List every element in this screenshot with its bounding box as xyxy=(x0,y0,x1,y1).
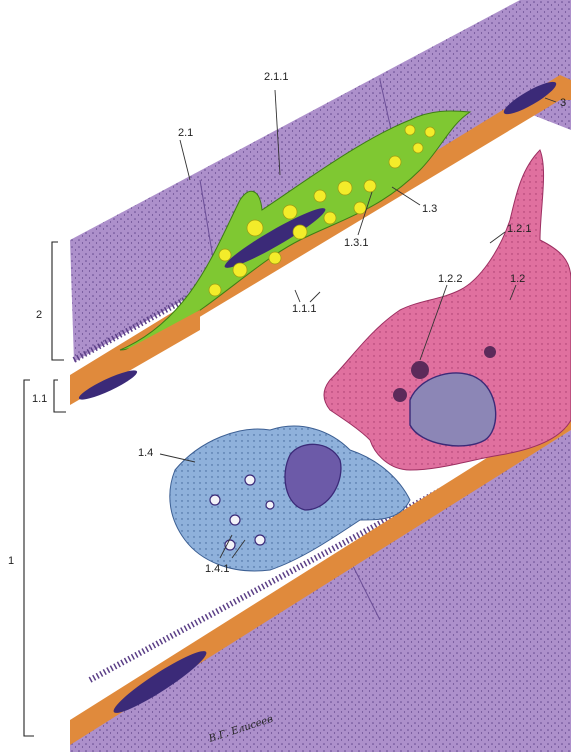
label-1-4: 1.4 xyxy=(138,447,153,459)
bracket-1-1 xyxy=(54,380,66,412)
label-2-1-1: 2.1.1 xyxy=(264,71,288,83)
label-1-2-2: 1.2.2 xyxy=(438,273,462,285)
label-1-3-1: 1.3.1 xyxy=(344,237,368,249)
label-1-4-1: 1.4.1 xyxy=(205,563,229,575)
label-1-1: 1.1 xyxy=(32,393,47,405)
label-1: 1 xyxy=(8,555,14,567)
label-3: 3 xyxy=(560,97,566,109)
label-1-2: 1.2 xyxy=(510,273,525,285)
bracket-1 xyxy=(24,380,34,736)
label-2: 2 xyxy=(36,309,42,321)
label-1-2-1: 1.2.1 xyxy=(507,223,531,235)
label-1-1-1: 1.1.1 xyxy=(292,303,316,315)
label-1-3: 1.3 xyxy=(422,203,437,215)
label-2-1: 2.1 xyxy=(178,127,193,139)
bracket-2 xyxy=(52,242,64,360)
